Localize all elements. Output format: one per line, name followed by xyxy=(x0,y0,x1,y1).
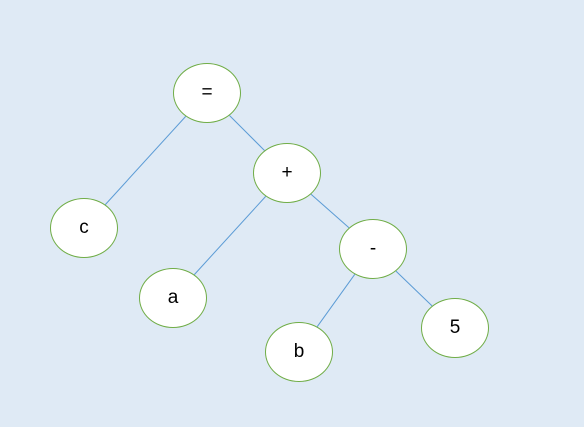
edge-minus-five xyxy=(395,270,433,307)
node-minus: - xyxy=(339,219,407,279)
node-plus: + xyxy=(253,143,321,203)
node-c: c xyxy=(50,198,118,258)
edge-eq-c xyxy=(104,116,187,205)
edge-minus-b xyxy=(316,274,356,327)
edge-plus-minus xyxy=(310,193,350,229)
node-equals: = xyxy=(173,63,241,123)
node-b: b xyxy=(265,322,333,382)
node-a: a xyxy=(139,268,207,328)
edge-plus-a xyxy=(193,196,267,275)
node-5: 5 xyxy=(421,298,489,358)
edge-eq-plus xyxy=(229,115,265,151)
